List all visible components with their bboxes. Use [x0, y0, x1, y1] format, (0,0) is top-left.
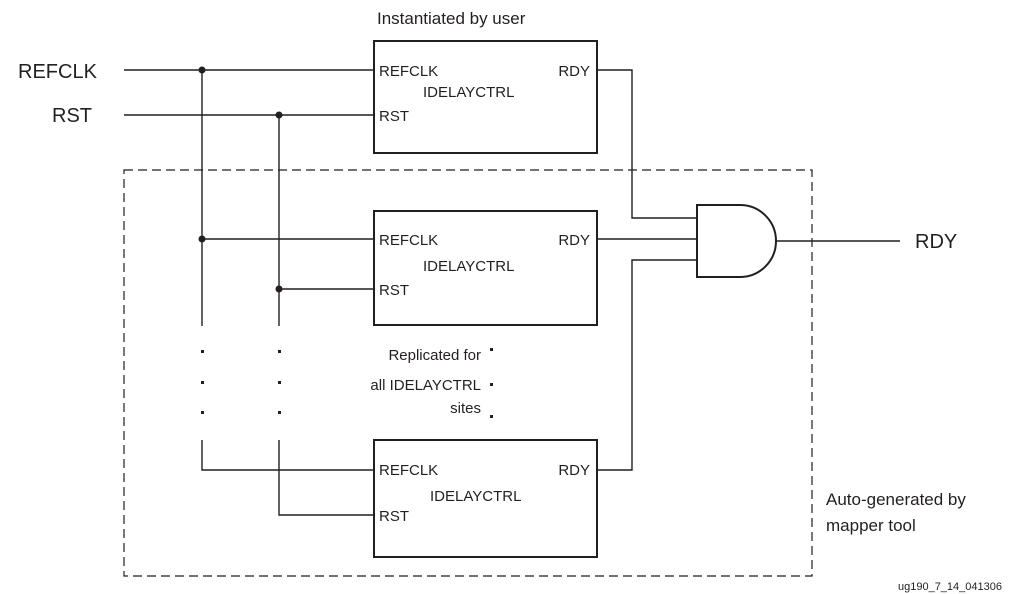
- rdy-wire-user: [597, 69, 697, 219]
- figure-id: ug190_7_14_041306: [898, 581, 1002, 593]
- block-rst-pin: RST: [379, 282, 409, 299]
- and-gate: [696, 204, 777, 278]
- refclk-junction-top: [198, 66, 206, 74]
- block-refclk-pin: REFCLK: [379, 63, 438, 80]
- block-rst-pin: RST: [379, 108, 409, 125]
- block-refclk-pin: REFCLK: [379, 232, 438, 249]
- idelayctrl-block-auto-1: REFCLK RDY IDELAYCTRL RST: [373, 210, 598, 326]
- auto-generated-label-line2: mapper tool: [826, 516, 916, 535]
- replicated-label-line3: sites: [450, 400, 481, 417]
- replication-dots: [201, 348, 493, 418]
- auto-generated-region: [123, 169, 813, 577]
- instantiated-by-user-label: Instantiated by user: [377, 9, 526, 28]
- rst-input-label: RST: [52, 105, 92, 127]
- block-name: IDELAYCTRL: [430, 488, 521, 505]
- rst-junction-mid: [275, 285, 283, 293]
- block-rdy-pin: RDY: [558, 462, 590, 479]
- replicated-label-line2: all IDELAYCTRL: [370, 377, 481, 394]
- idelayctrl-block-user: REFCLK RDY IDELAYCTRL RST: [373, 40, 598, 154]
- rst-junction-top: [275, 111, 283, 119]
- block-refclk-pin: REFCLK: [379, 462, 438, 479]
- refclk-input-label: REFCLK: [18, 61, 98, 83]
- block-rst-pin: RST: [379, 508, 409, 525]
- rdy-output-label: RDY: [915, 231, 957, 253]
- replicated-label-line1: Replicated for: [388, 347, 481, 364]
- rdy-wire-auto-n: [597, 259, 697, 471]
- block-rdy-pin: RDY: [558, 63, 590, 80]
- rst-wire: [124, 111, 374, 516]
- block-name: IDELAYCTRL: [423, 258, 514, 275]
- refclk-junction-mid: [198, 235, 206, 243]
- block-rdy-pin: RDY: [558, 232, 590, 249]
- idelayctrl-block-auto-n: REFCLK RDY IDELAYCTRL RST: [373, 439, 598, 558]
- block-name: IDELAYCTRL: [423, 84, 514, 101]
- refclk-wire: [124, 66, 374, 471]
- auto-generated-label-line1: Auto-generated by: [826, 490, 966, 509]
